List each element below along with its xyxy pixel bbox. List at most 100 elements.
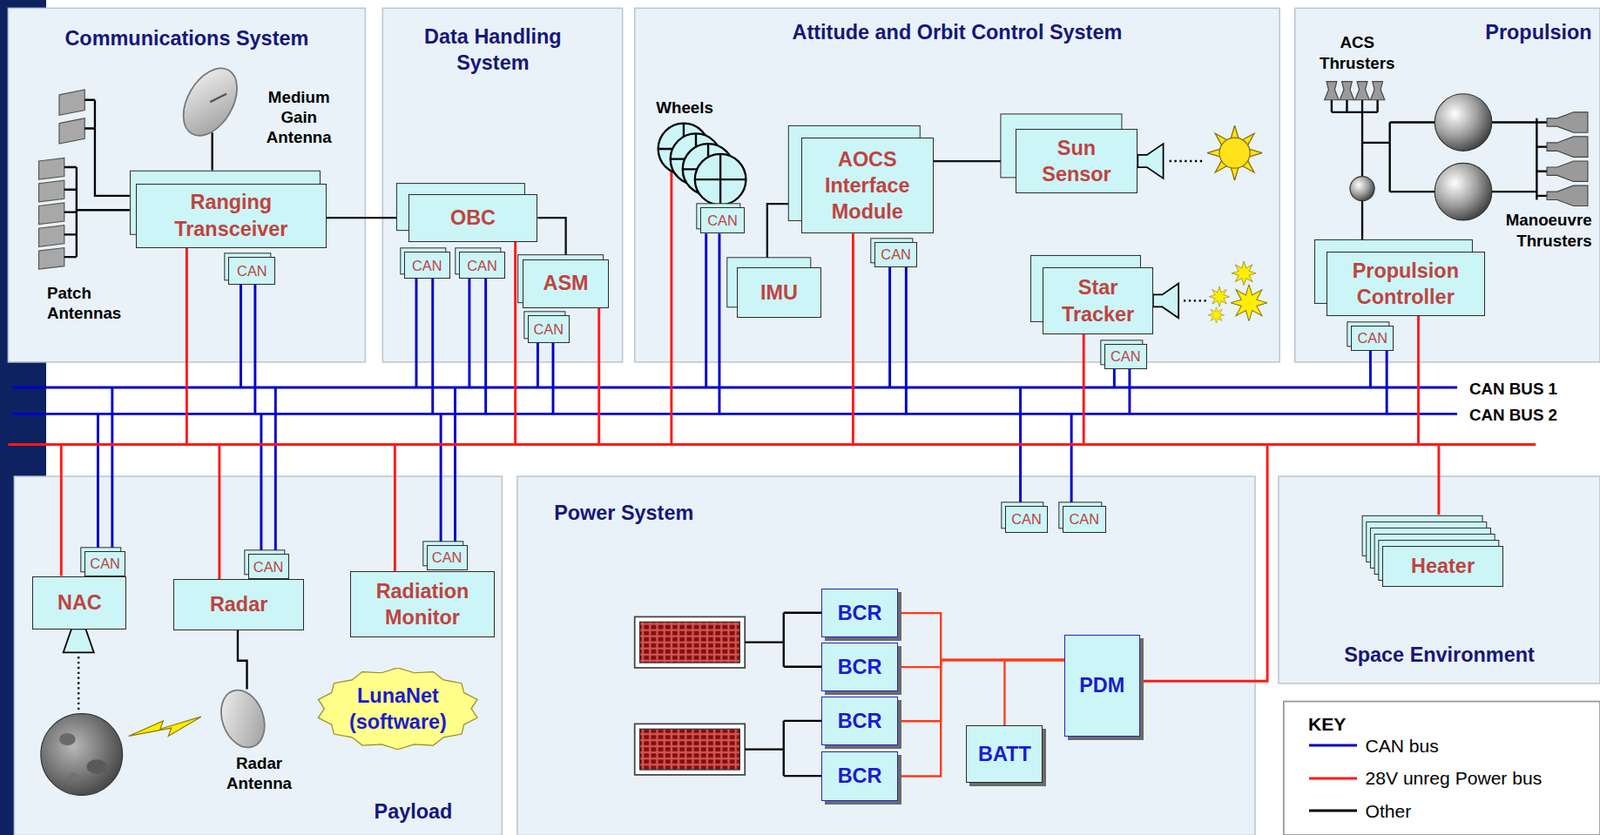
patch-antennas [39, 89, 86, 270]
box-label: CAN [89, 555, 121, 572]
unit-box: IMU [736, 267, 822, 319]
box-label: CAN [533, 321, 564, 338]
subsystem-panel: Data Handling SystemOBC CAN CAN ASM CAN [382, 7, 622, 363]
can-interface-box: CAN [459, 251, 506, 278]
box-label: CAN [1068, 511, 1100, 527]
box-label: IMU [760, 279, 798, 306]
can-interface-box: CAN [404, 251, 451, 278]
can-interface-box: CAN [84, 551, 126, 577]
thruster [1546, 161, 1588, 182]
star-icon [1208, 286, 1229, 307]
label-anchor: Manoeuvre Thrusters [1489, 209, 1592, 251]
box-label: Radiation Monitor [361, 578, 485, 632]
star-icon [1231, 261, 1256, 286]
box-label: CAN [1356, 330, 1388, 346]
unit-box: Heater [1382, 546, 1503, 588]
unit-box: OBC [408, 194, 539, 243]
can-bus-drops [97, 233, 1387, 554]
power-bus-lines [7, 162, 1536, 682]
can-interface-box: CAN [700, 207, 746, 234]
box-label: Star Tracker [1054, 274, 1142, 328]
box-label: ASM [543, 270, 589, 297]
legend-item: 28V unreg Power bus [1309, 766, 1542, 791]
panel-background [517, 476, 1256, 835]
box-label: NAC [57, 589, 102, 616]
propellant-tank [1434, 162, 1492, 221]
can-interface-box: CAN [1104, 344, 1148, 370]
radar-beam [128, 716, 202, 736]
subsystem-panel: Space EnvironmentHeater [1278, 476, 1600, 684]
can-interface-box: CAN [228, 256, 276, 285]
propellant-tank [1434, 94, 1492, 152]
part-label: Wheels [655, 97, 738, 118]
thruster [1355, 81, 1370, 101]
box-label: BCR [837, 708, 883, 735]
crater [67, 773, 79, 782]
wheel-cross [695, 154, 747, 206]
can-interface-box: CAN [426, 545, 468, 571]
legend-swatch [1309, 798, 1357, 824]
crater [59, 733, 76, 746]
software-starburst: LunaNet (software) [316, 668, 480, 750]
label-anchor: KEY [1308, 713, 1370, 736]
can-interface-box: CAN [1005, 506, 1048, 533]
power-wire [897, 613, 1065, 661]
can-interface-box: CAN [248, 553, 290, 580]
part-label: CAN BUS 1 [1469, 378, 1593, 399]
thruster [1324, 81, 1339, 101]
star-tracker-optics [1153, 261, 1268, 324]
box-label: CAN [253, 559, 284, 575]
camera-lens [63, 628, 95, 653]
legend-swatch-line [1309, 776, 1357, 780]
star-icon [1208, 306, 1225, 324]
solar-array-frame [634, 616, 746, 669]
power-bus-drops [60, 162, 1439, 682]
unit-box: Radiation Monitor [350, 571, 495, 638]
box-label: Radar [209, 591, 268, 618]
can-interface-box: CAN [1350, 325, 1394, 352]
array-wires [744, 613, 822, 777]
label-anchor: CAN BUS 1 [1469, 378, 1593, 399]
panel-background [382, 7, 622, 363]
antenna-dish [172, 59, 249, 146]
solar-arrays [634, 613, 822, 777]
panel-heading: Propulsion [1428, 19, 1592, 46]
panel-heading: Data Handling System [411, 23, 574, 77]
power-wire [897, 660, 1065, 668]
acs-thrusters [1324, 81, 1385, 101]
crater [87, 759, 108, 774]
box-label: Heater [1410, 553, 1475, 580]
subsystem-panel: Power SystemCANCANBCRBCRBCRBCRPDMBATT [517, 476, 1256, 835]
box-label: BCR [837, 762, 883, 790]
part-label: CAN BUS 2 [1469, 405, 1593, 426]
unit-box: ASM [522, 259, 610, 309]
patch-antenna [39, 248, 65, 271]
power-unit-box: BCR [821, 696, 898, 746]
wheel [695, 154, 747, 206]
part-label: Manoeuvre Thrusters [1489, 209, 1592, 251]
part-label: Medium Gain Antenna [257, 87, 340, 149]
legend-swatch-line [1309, 810, 1357, 813]
panel-heading: Communications System [7, 25, 365, 52]
patch-antenna [39, 202, 65, 225]
unit-box: Radar [173, 579, 304, 631]
solar-cells [640, 729, 741, 770]
patch-antenna [59, 118, 85, 144]
box-label: LunaNet (software) [346, 682, 449, 736]
box-label: BATT [978, 741, 1032, 768]
part-label: Patch Antennas [47, 283, 139, 325]
box-label: Propulsion Controller [1344, 257, 1468, 311]
thruster [1546, 185, 1588, 206]
unit-box: AOCS Interface Module [801, 137, 934, 234]
star-icon [1230, 284, 1268, 322]
label-anchor: CAN BUS 2 [1469, 405, 1593, 426]
box-label: OBC [450, 204, 496, 231]
medium-gain-antenna [172, 59, 249, 171]
can-interface-box: CAN [874, 242, 918, 268]
thruster [1546, 112, 1588, 133]
reaction-wheels [658, 123, 747, 206]
signal-wire [326, 216, 409, 219]
label-anchor: Wheels [655, 97, 738, 118]
legend-text: 28V unreg Power bus [1365, 767, 1543, 790]
